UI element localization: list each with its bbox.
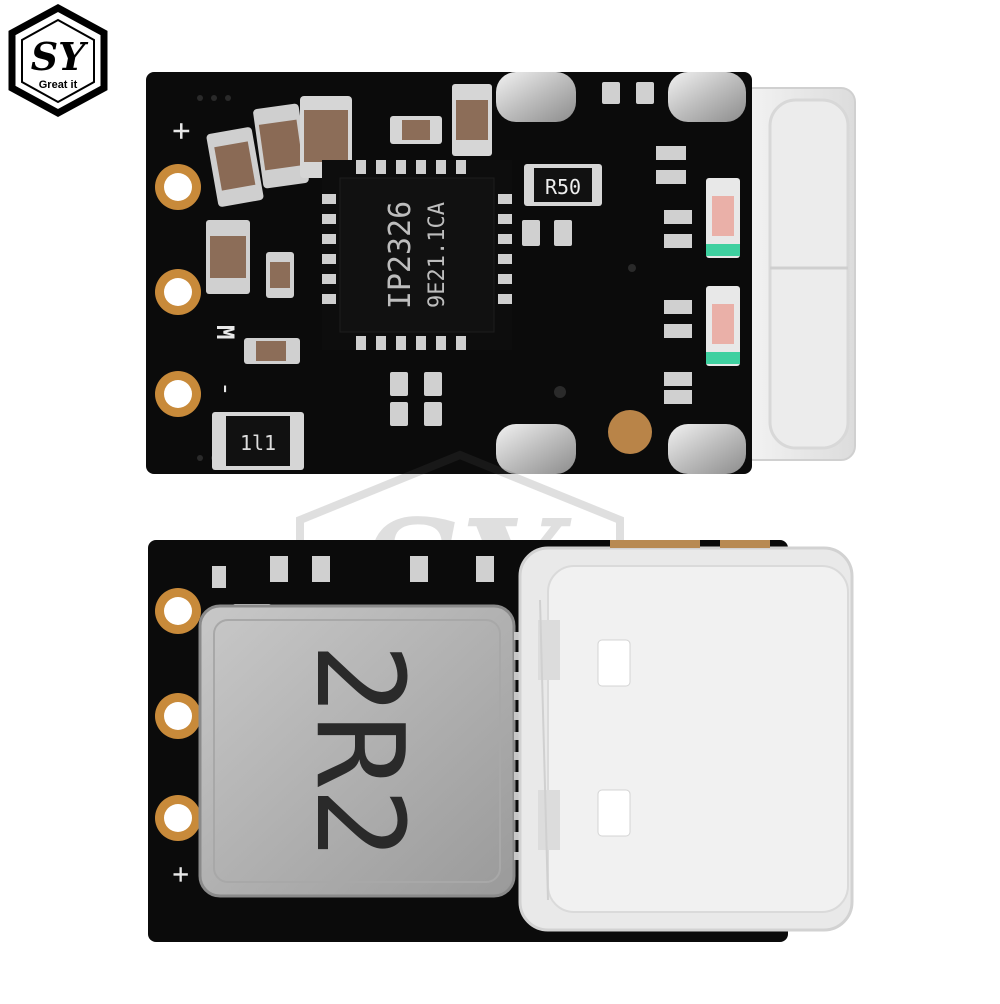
top-board: + M - — [146, 72, 856, 474]
logo-letters: SY — [31, 34, 89, 79]
usb-c-connector — [518, 546, 854, 932]
bottom-resistor-label: 1l1 — [240, 431, 276, 455]
test-pad — [608, 410, 652, 454]
bottom-resistor: 1l1 — [212, 412, 304, 470]
pad-middle-label: M — [211, 325, 239, 339]
bottom-pad-plus-label: + — [165, 866, 198, 883]
chip-label-main: IP2326 — [383, 201, 418, 309]
brand-logo: SY Great it — [8, 4, 108, 117]
usb-mount-pads-top — [496, 72, 746, 474]
pad-row-top — [155, 164, 201, 417]
capacitors — [206, 84, 492, 364]
bottom-board: + 2R2 — [148, 540, 854, 942]
current-sense-resistor: R50 — [524, 164, 602, 206]
pad-row-bottom — [155, 588, 201, 841]
status-leds — [706, 178, 740, 366]
pad-minus-label: - — [211, 381, 241, 397]
ic-chip: IP2326 9E21.1CA — [322, 160, 512, 350]
inductor-label: 2R2 — [289, 643, 428, 860]
pad-plus-label: + — [164, 122, 199, 140]
power-inductor: 2R2 — [198, 604, 516, 898]
logo-tagline: Great it — [39, 79, 78, 91]
resistor-label: R50 — [545, 175, 581, 199]
chip-label-code: 9E21.1CA — [425, 202, 450, 308]
